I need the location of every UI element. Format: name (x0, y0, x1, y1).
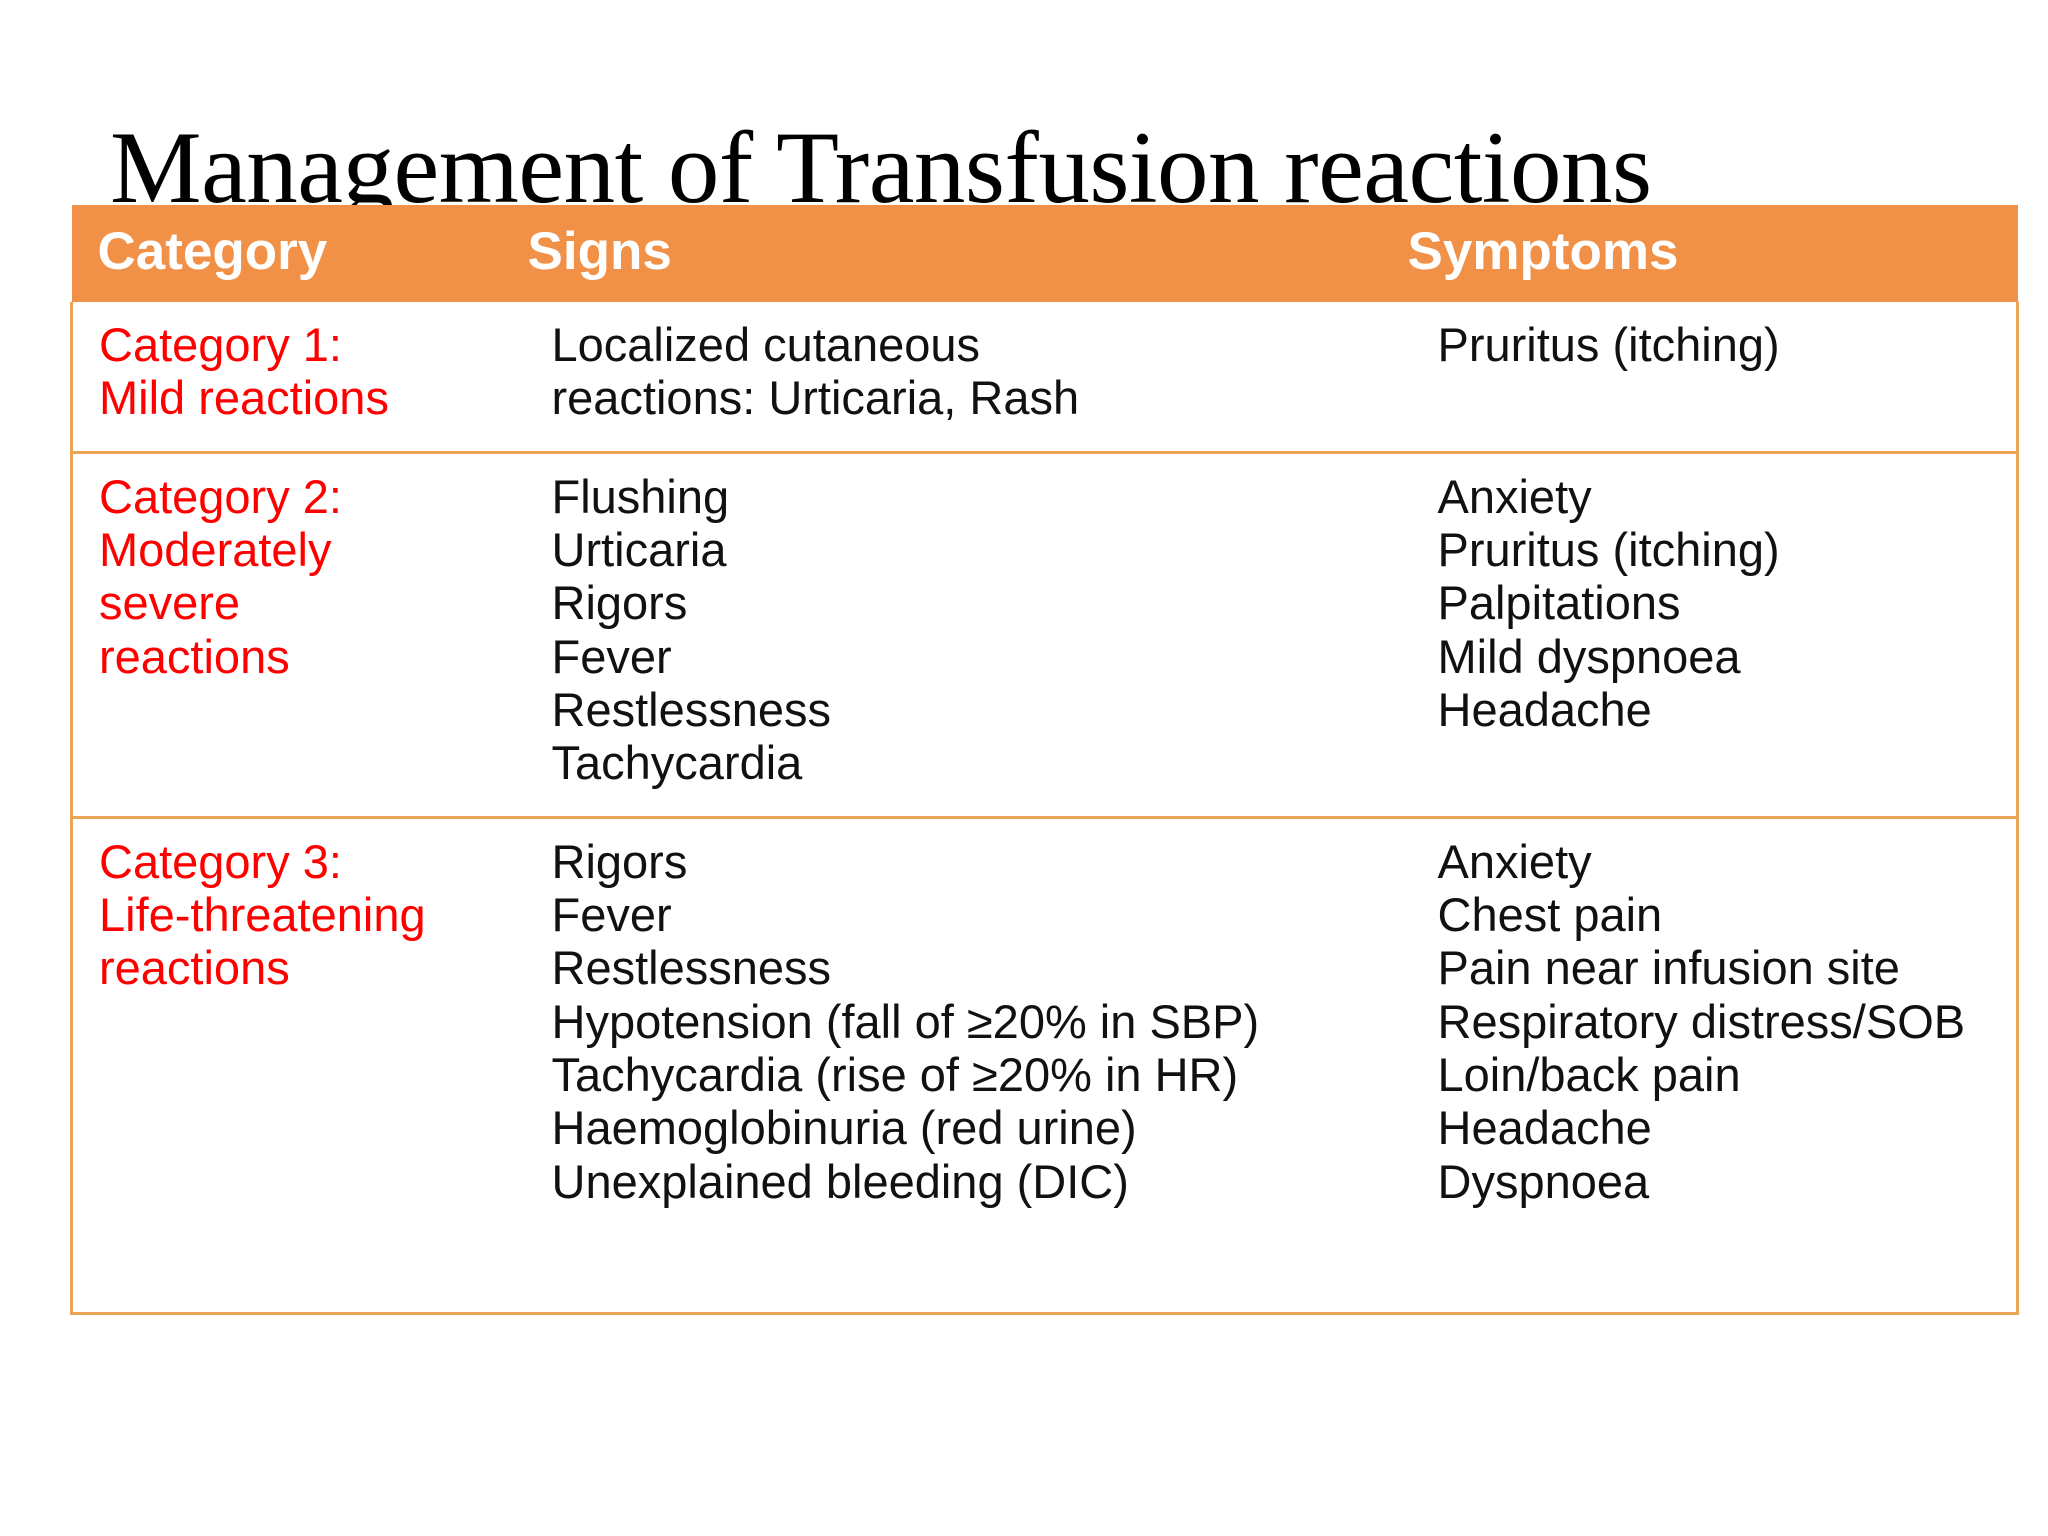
symptom-item: Pain near infusion site (1437, 941, 1900, 995)
sign-item: Fever (551, 629, 672, 683)
category-line: Mild reactions (99, 371, 389, 425)
sign-item: Rigors (551, 834, 688, 888)
sign-item: Tachycardia (551, 736, 803, 790)
table-body: Category 1: Mild reactions Localized cut… (70, 302, 2019, 1316)
column-header-category: Category (71, 205, 502, 302)
symptom-item: Palpitations (1437, 576, 1681, 630)
category-line: Life-threatening (99, 888, 426, 942)
sign-item: Tachycardia (rise of ≥20% in HR) (551, 1048, 1239, 1102)
symptom-item: Respiratory distress/SOB (1437, 994, 1966, 1048)
cell-category-3: Category 3: Life-threatening reactions (70, 815, 502, 1316)
sign-item: reactions: Urticaria, Rash (551, 371, 1080, 425)
sign-item: Flushing (551, 469, 730, 523)
sign-item: Restlessness (551, 941, 832, 995)
sign-item: Haemoglobinuria (red urine) (551, 1101, 1137, 1155)
category-line: Category 3: (99, 834, 342, 888)
cell-signs-2: Flushing Urticaria Rigors Fever Restless… (501, 450, 1382, 819)
symptom-item: Anxiety (1437, 469, 1592, 523)
category-line: Moderately (99, 523, 332, 577)
category-line: severe (99, 576, 241, 630)
category-line: reactions (99, 629, 290, 683)
table-header-row: Category Signs Symptoms (71, 205, 2018, 302)
symptom-item: Mild dyspnoea (1437, 629, 1741, 683)
symptom-item: Chest pain (1437, 888, 1663, 942)
symptom-item: Dyspnoea (1437, 1154, 1650, 1208)
symptom-item: Loin/back pain (1437, 1048, 1741, 1102)
sign-item: Localized cutaneous (551, 318, 981, 371)
symptom-item: Pruritus (itching) (1437, 523, 1780, 577)
cell-signs-3: Rigors Fever Restlessness Hypotension (f… (501, 815, 1382, 1316)
table-header: Category Signs Symptoms (71, 205, 2018, 302)
cell-symptoms-2: Anxiety Pruritus (itching) Palpitations … (1381, 450, 2019, 819)
symptom-item: Headache (1437, 683, 1652, 737)
cell-category-2: Category 2: Moderately severe reactions (70, 450, 502, 819)
transfusion-reactions-table-wrapper: Category Signs Symptoms Category 1: Mild… (70, 205, 2019, 1316)
cell-symptoms-1: Pruritus (itching) (1381, 302, 2019, 454)
sign-item: Rigors (551, 576, 688, 630)
category-line: Category 1: (99, 318, 342, 371)
table-row: Category 3: Life-threatening reactions R… (70, 815, 2019, 1316)
cell-category-1: Category 1: Mild reactions (70, 302, 502, 454)
sign-item: Hypotension (fall of ≥20% in SBP) (551, 994, 1260, 1048)
category-line: reactions (99, 941, 290, 995)
sign-item: Unexplained bleeding (DIC) (551, 1154, 1129, 1208)
symptom-item: Anxiety (1437, 834, 1592, 888)
table-row: Category 2: Moderately severe reactions … (70, 450, 2019, 819)
symptom-item: Pruritus (itching) (1437, 318, 1780, 371)
sign-item: Restlessness (551, 683, 832, 737)
table-row: Category 1: Mild reactions Localized cut… (70, 302, 2019, 454)
symptom-item: Headache (1437, 1101, 1652, 1155)
category-line: Category 2: (99, 469, 342, 523)
sign-item: Urticaria (551, 523, 727, 577)
cell-symptoms-3: Anxiety Chest pain Pain near infusion si… (1381, 815, 2019, 1316)
transfusion-reactions-table: Category Signs Symptoms Category 1: Mild… (70, 205, 2019, 1316)
cell-signs-1: Localized cutaneous reactions: Urticaria… (501, 302, 1382, 454)
column-header-signs: Signs (501, 205, 1382, 302)
sign-item: Fever (551, 888, 672, 942)
column-header-symptoms: Symptoms (1381, 205, 2018, 302)
